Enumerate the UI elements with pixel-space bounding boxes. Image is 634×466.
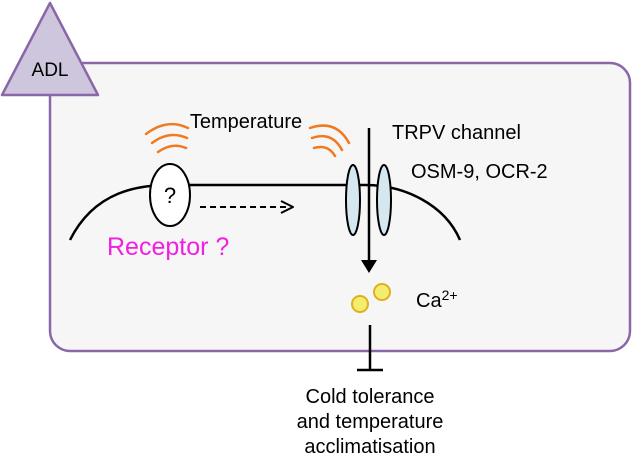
outcome-line-2: and temperature [297, 411, 444, 433]
trpv-channel-subunit-right [376, 164, 392, 236]
calcium-charge: 2+ [442, 287, 458, 303]
adl-label: ADL [32, 60, 69, 81]
temperature-waves-left-icon [144, 122, 190, 154]
channel-name-label: TRPV channel [392, 122, 521, 144]
calcium-ion-2 [373, 283, 391, 301]
receptor-label: Receptor ? [107, 233, 229, 261]
cell-membrane [68, 183, 462, 241]
signaling-arrowhead-icon [280, 200, 294, 214]
calcium-base: Ca [416, 290, 442, 312]
adl-triangle-tag [0, 1, 100, 97]
outcome-line-1: Cold tolerance [306, 386, 435, 408]
calcium-label: Ca2+ [416, 287, 458, 312]
ion-influx-arrowhead-icon [361, 260, 377, 273]
temperature-label: Temperature [190, 111, 302, 133]
adl-cell-body [48, 61, 632, 353]
channel-subunits-label: OSM-9, OCR-2 [411, 161, 548, 183]
trpv-channel-subunit-left [345, 164, 361, 236]
receptor-question-mark: ? [164, 183, 176, 208]
outcome-line-3: acclimatisation [304, 436, 435, 458]
calcium-ion-1 [351, 295, 369, 313]
receptor-shape [149, 163, 191, 227]
temperature-waves-right-icon [308, 124, 351, 158]
